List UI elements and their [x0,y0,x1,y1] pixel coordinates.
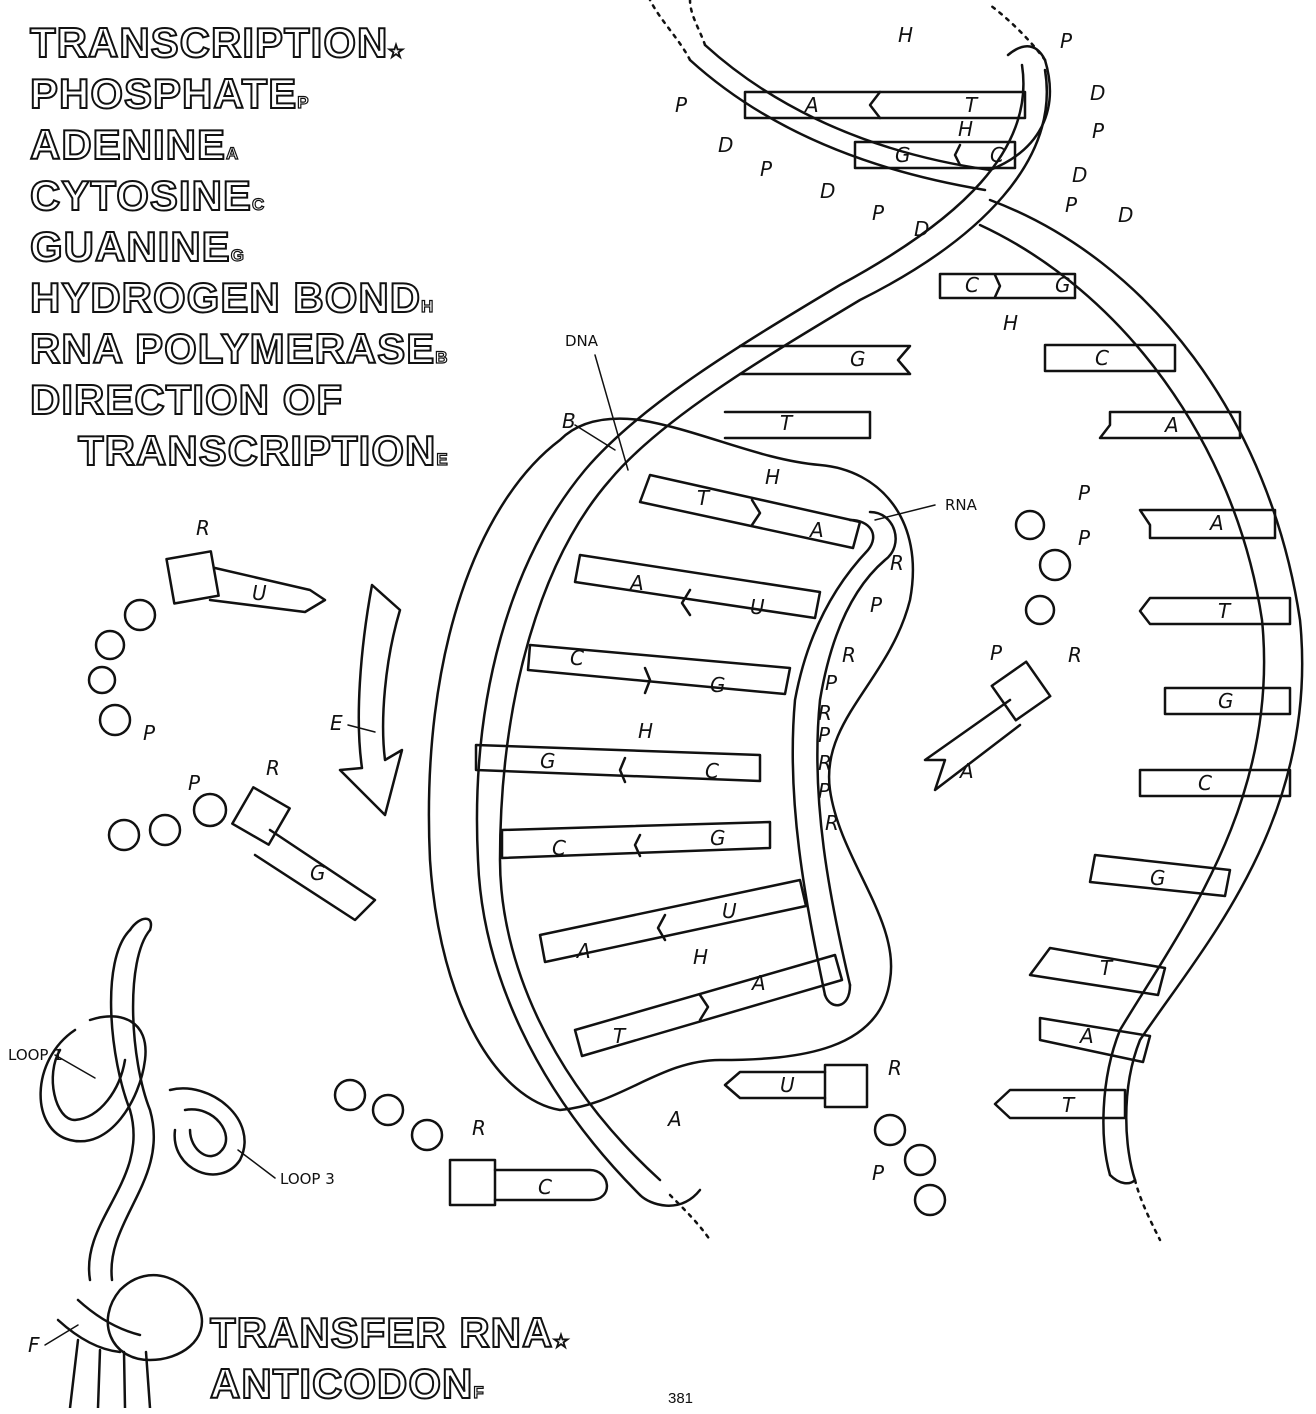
template-base-7: T [613,1024,627,1048]
incoming-base-a: A [958,759,974,783]
template-base-3: C [570,646,584,670]
rna-base-7: A [750,971,766,995]
label-d-4: D [718,133,733,157]
label-p-11: P [143,721,156,745]
label-r-5: R [825,811,839,835]
label-p-14: P [1078,481,1091,505]
label-loop-1: LOOP 1 [8,1046,63,1064]
coding-base-2: A [1163,413,1179,437]
label-p-1: P [1060,29,1073,53]
label-d-6: D [914,217,929,241]
label-r-3: R [818,701,832,725]
free-base-u: U [252,581,267,605]
label-loop-3: LOOP 3 [280,1170,335,1188]
label-p-8: P [825,671,838,695]
label-r-10: R [1068,643,1082,667]
label-p-16: P [990,641,1003,665]
legend-item-transfer-rna: TRANSFER RNA★ [210,1312,570,1363]
bottom-legend: TRANSFER RNA★ ANTICODONF [210,1312,570,1414]
free-nucleotides [89,511,1070,1215]
base-t-top: T [965,93,979,117]
leader-lines [45,355,935,1345]
template-base-6: A [575,939,591,963]
label-r-6: R [196,516,210,540]
rna-base-3: G [710,673,726,697]
label-p-10: P [818,779,831,803]
label-d-5: D [820,179,835,203]
rna-base-1: A [808,518,824,542]
label-p-15: P [1078,526,1091,550]
coding-base-8: T [1100,956,1114,980]
base-a-top: A [803,93,819,117]
label-p-12: P [188,771,201,795]
template-base-2: A [628,571,644,595]
open-bases [725,345,1290,1118]
coding-base-10: T [1062,1093,1076,1117]
base-c-upper: C [965,273,979,297]
dna-backbone-left [477,45,1050,1206]
base-g-top: G [895,143,911,167]
coding-base-9: A [1078,1024,1094,1048]
rna-base-4: C [705,759,719,783]
label-anticodon: F [28,1333,40,1357]
label-d-2: D [1072,163,1087,187]
label-r-8: R [472,1116,486,1140]
label-r-7: R [266,756,280,780]
label-p-5: P [760,157,773,181]
released-base-u: U [780,1073,795,1097]
rna-base-2: U [750,595,765,619]
free-base-c: C [538,1175,552,1199]
base-c-top: C [990,143,1004,167]
label-p-9: P [818,723,831,747]
coding-base-3: A [1208,511,1224,535]
coding-base-5: G [1218,689,1234,713]
template-base-5: C [552,836,566,860]
free-base-g: G [310,861,326,885]
rna-strand [793,512,896,1005]
label-dna: DNA [565,332,599,350]
legend-item-anticodon: ANTICODONF [210,1363,570,1414]
label-p-2: P [1092,119,1105,143]
label-h-1: H [898,23,913,47]
label-h-4: H [765,465,780,489]
base-open-g: G [850,347,866,371]
label-r-9: R [888,1056,902,1080]
label-p-6: P [872,201,885,225]
label-polymerase: B [562,409,576,433]
label-d-1: D [1090,81,1105,105]
rna-base-6: U [722,899,737,923]
coding-base-7: G [1150,866,1166,890]
rna-polymerase-outline [429,419,913,1110]
hydrogen-bonds [620,92,1000,1020]
label-r-1: R [890,551,904,575]
template-base-4: G [540,749,556,773]
rna-base-5: G [710,826,726,850]
page-number: 381 [668,1390,693,1407]
label-d-3: D [1118,203,1133,227]
label-rna: RNA [945,496,978,514]
label-h-3: H [1003,311,1018,335]
label-p-7: P [870,593,883,617]
label-direction: E [330,711,343,735]
coding-base-6: C [1198,771,1212,795]
label-r-4: R [818,751,832,775]
label-h-2: H [958,117,973,141]
label-p-4: P [675,93,688,117]
template-base-1: T [697,486,711,510]
template-base-lower: A [666,1107,682,1131]
label-h-5: H [638,719,653,743]
label-p-13: P [872,1161,885,1185]
coding-base-4: T [1218,599,1232,623]
label-h-6: H [693,945,708,969]
label-p-3: P [1065,193,1078,217]
coding-base-1: C [1095,346,1109,370]
base-g-upper: G [1055,273,1071,297]
base-pair-rungs [476,92,1075,1056]
direction-arrow [340,585,402,815]
label-r-2: R [842,643,856,667]
base-open-t: T [780,411,794,435]
